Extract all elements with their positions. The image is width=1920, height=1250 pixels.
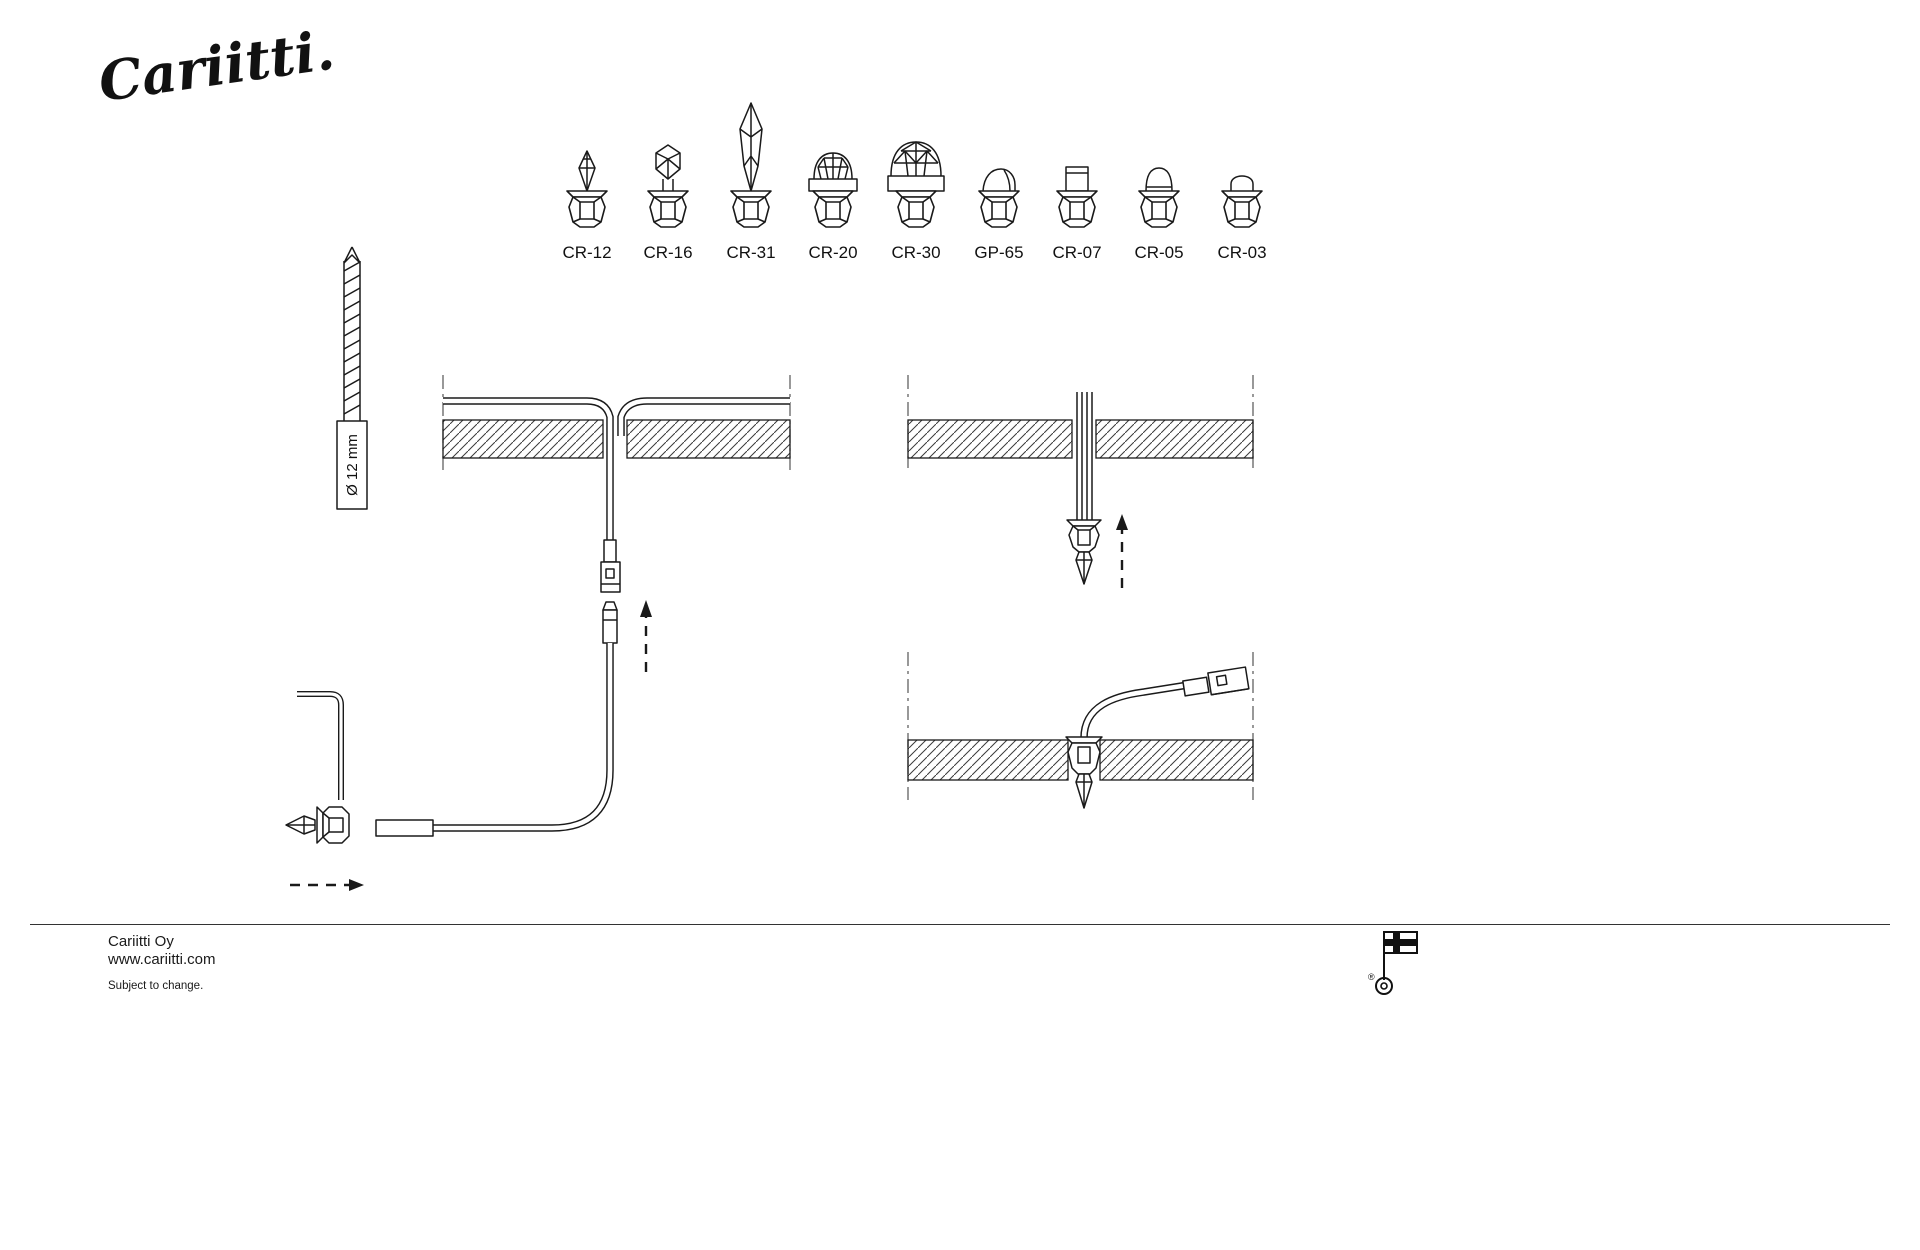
product-cr-05: CR-05 [1117,96,1201,263]
panel-section-hatched [626,419,791,459]
footer-company: Cariitti Oy [108,933,174,950]
panel-section-hatched [1095,419,1254,459]
plug-direction-arrow [640,600,652,672]
key-flag-icon: ® [1368,931,1418,995]
panel-section-hatched [442,419,604,459]
slide-direction-arrow [290,879,364,891]
lead-in-cable [433,643,614,832]
installation-step-mounted-fixture [907,652,1254,809]
product-cr-16: CR-16 [626,96,710,263]
product-label: CR-03 [1217,243,1267,262]
product-cr-12: CR-12 [545,96,629,263]
crystal-fixture [1066,519,1102,585]
footer-divider [30,924,1890,925]
gp-65-lens-icon [978,168,1020,228]
registered-mark: ® [1368,972,1375,982]
product-label: CR-20 [808,243,858,262]
routed-cable [1080,681,1189,739]
cr-31-crystal-icon [730,102,772,228]
push-up-arrow [1116,514,1128,588]
product-label: GP-65 [974,243,1024,262]
drill-bit-icon: Ø 12 mm [336,246,368,510]
product-label: CR-12 [562,243,612,262]
panel-section-hatched [907,419,1073,459]
cr-07-block-icon [1056,166,1098,228]
cr-20-dome-icon [808,152,858,228]
cr-03-flat-icon [1221,175,1263,228]
cr-05-dome-icon [1138,167,1180,228]
footer-disclaimer: Subject to change. [108,980,204,992]
footer-website[interactable]: www.cariitti.com [108,951,216,968]
product-label: CR-31 [726,243,776,262]
logo-text: Cariitti. [95,18,338,114]
product-gp-65: GP-65 [957,96,1041,263]
product-cr-30: CR-30 [874,96,958,263]
drill-diameter-box [336,420,368,510]
installation-step-cable-through-panel [375,375,791,837]
product-label: CR-07 [1052,243,1102,262]
cariitti-logo: Cariitti. [95,18,338,114]
connector-female [600,539,621,593]
panel-section-hatched [907,739,1069,781]
connector-pair [1182,666,1250,697]
crystal-fixture-side-view [285,806,350,844]
product-label: CR-30 [891,243,941,262]
product-label: CR-16 [643,243,693,262]
fiber-cables [1076,392,1093,520]
cr-16-crystal-icon [647,144,689,228]
connector-male [602,601,618,644]
cable-end-sleeve [375,819,434,837]
cr-30-dome-icon [887,141,945,228]
surface-cables [443,397,790,542]
allen-key-icon [297,691,344,800]
product-cr-31: CR-31 [709,96,793,263]
product-cr-03: CR-03 [1200,96,1284,263]
product-cr-20: CR-20 [791,96,875,263]
fixture-assembly-tools [285,691,364,891]
installation-step-mount-fixture [907,375,1254,588]
panel-section-hatched [1099,739,1254,781]
crystal-fixture-mounted [1065,736,1103,809]
product-cr-07: CR-07 [1035,96,1119,263]
panel-boundary-lines [907,652,1254,800]
drill-diameter-label: Ø 12 mm [344,434,361,496]
cr-12-crystal-icon [566,150,608,228]
product-label: CR-05 [1134,243,1184,262]
